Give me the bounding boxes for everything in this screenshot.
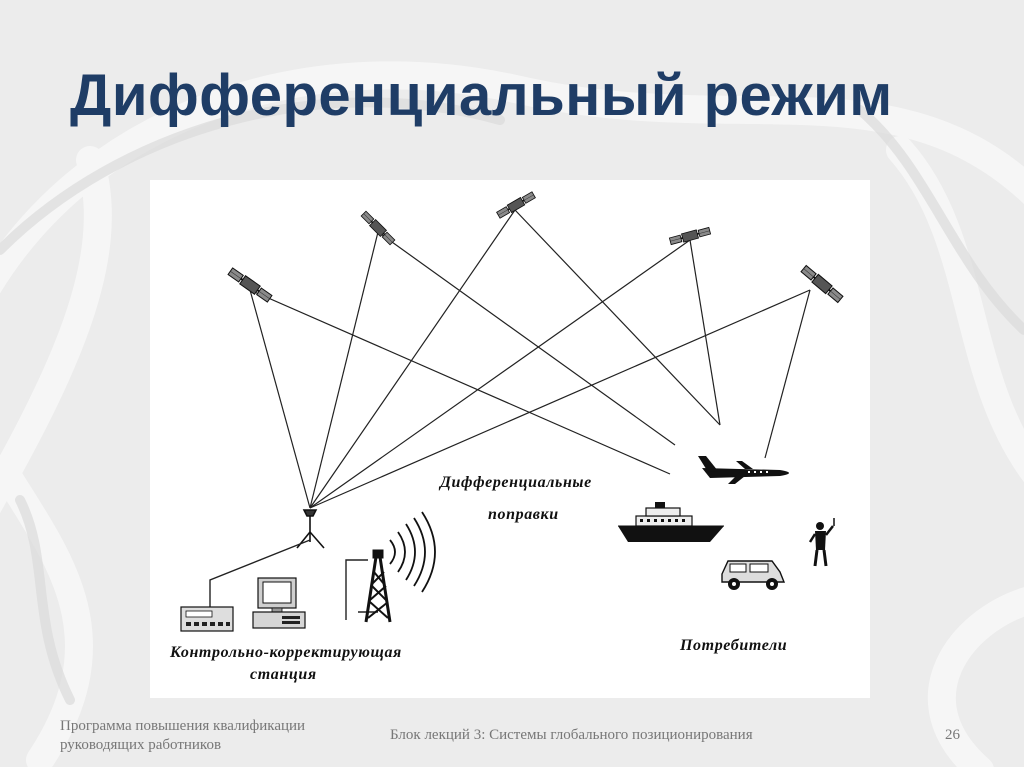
footer-block: Блок лекций 3: Системы глобального позиц… (390, 727, 753, 743)
satellite-icon (495, 190, 537, 220)
signal-lines (249, 209, 811, 509)
radio-tower-icon (364, 511, 436, 623)
station-label-line2: станция (250, 666, 317, 683)
corrections-label-line1: Дифференциальные (440, 474, 592, 491)
satellite-icon (799, 263, 845, 305)
footer-program-line2: руководящих работников (60, 737, 222, 753)
station-label-line1: Контрольно-корректирующая (170, 644, 402, 661)
antenna-icon (296, 509, 325, 549)
satellite-icon (226, 266, 274, 304)
differential-mode-diagram (180, 190, 845, 632)
car-icon (721, 560, 786, 590)
footer-program-line1: Программа повышения квалификации (60, 718, 306, 734)
satellite-icon (359, 209, 397, 247)
corrections-label-line2: поправки (488, 506, 559, 523)
airplane-icon (698, 456, 789, 484)
slide-title: Дифференциальный режим (70, 63, 893, 128)
consumers-label: Потребители (680, 637, 788, 654)
person-icon (808, 518, 835, 567)
computer-icon (252, 577, 306, 629)
diagram-panel: Дифференциальные поправки Контрольно-кор… (150, 180, 870, 698)
page-number: 26 (945, 727, 960, 743)
receiver-icon (180, 606, 234, 632)
ship-icon (618, 502, 724, 542)
